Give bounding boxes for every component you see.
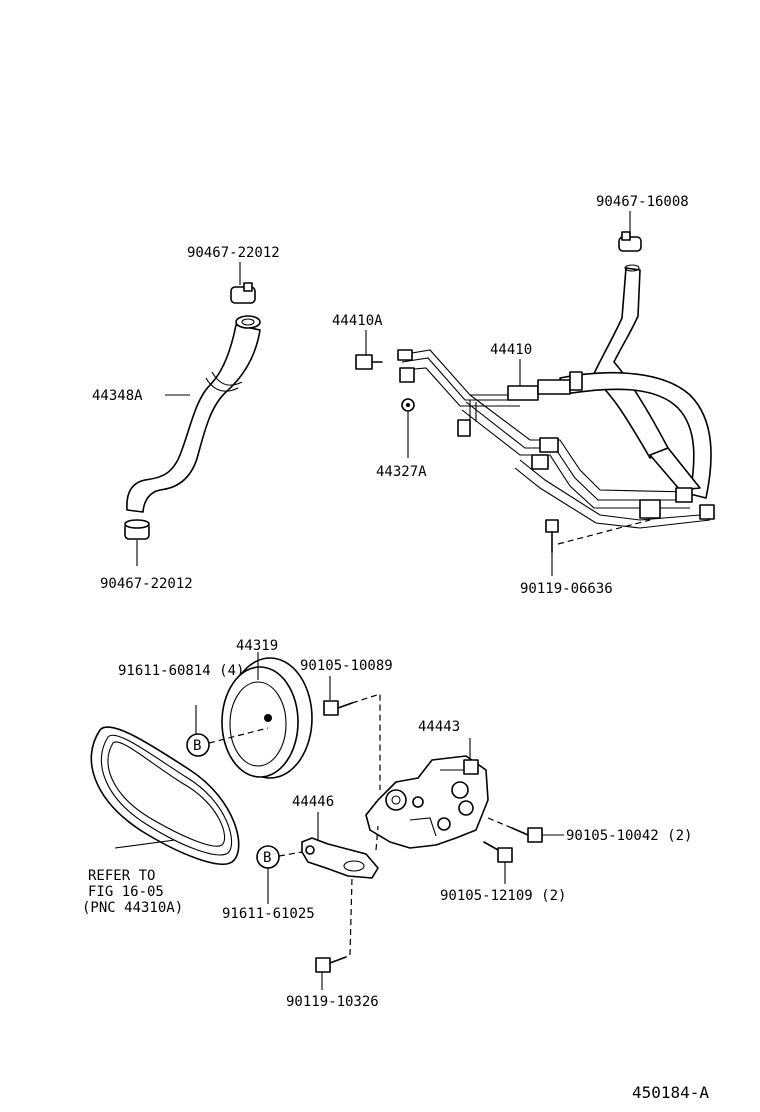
suction-hose-group <box>124 262 261 566</box>
label-90467-16008: 90467-16008 <box>596 194 689 210</box>
label-44319: 44319 <box>236 638 278 654</box>
suction-hose-icon <box>126 324 261 513</box>
label-90105-10042: 90105-10042 (2) <box>566 828 692 844</box>
label-refer-line1: REFER TO <box>88 868 155 884</box>
pump-mount-group <box>90 652 564 990</box>
label-44443: 44443 <box>418 719 460 735</box>
hose-clamp-bottom-left-icon <box>124 519 150 540</box>
label-44446: 44446 <box>292 794 334 810</box>
reference-marker-b-icon <box>186 733 210 757</box>
hose-clamp-top-right-icon <box>618 231 642 252</box>
stay-bracket-icon <box>301 837 379 879</box>
label-90105-10089: 90105-10089 <box>300 658 393 674</box>
bolt-90105-12109-icon <box>483 841 513 863</box>
label-90119-10326: 90119-10326 <box>286 994 379 1010</box>
label-91611-60814: 91611-60814 (4) <box>118 663 244 679</box>
label-44410: 44410 <box>490 342 532 358</box>
bolt-90105-10089-icon <box>323 700 353 716</box>
pump-bracket-icon <box>365 755 489 849</box>
bolt-90119-10326-icon <box>315 956 347 973</box>
label-90105-12109: 90105-12109 (2) <box>440 888 566 904</box>
label-90467-22012-top: 90467-22012 <box>187 245 280 261</box>
label-90467-22012-bottom: 90467-22012 <box>100 576 193 592</box>
marker-b-stay-label: B <box>263 850 271 866</box>
pulley-icon <box>221 657 313 779</box>
label-refer-line3: (PNC 44310A) <box>82 900 183 916</box>
tube-clamp-bolt-icon <box>545 519 559 553</box>
v-belt-icon <box>90 726 240 865</box>
label-refer-line2: FIG 16-05 <box>88 884 164 900</box>
bolt-90105-10042-icon <box>511 827 543 843</box>
label-90119-06636: 90119-06636 <box>520 581 613 597</box>
label-44348a: 44348A <box>92 388 143 404</box>
figure-id: 450184-A <box>632 1083 709 1102</box>
label-44410a: 44410A <box>332 313 383 329</box>
label-44327a: 44327A <box>376 464 427 480</box>
label-91611-61025: 91611-61025 <box>222 906 315 922</box>
union-bolt-icon <box>355 354 383 370</box>
marker-b-pulley-label: B <box>193 738 201 754</box>
clamp-44327a-icon <box>401 398 415 412</box>
hose-clamp-top-left-icon <box>230 282 256 304</box>
pressure-tube-group <box>355 211 715 576</box>
